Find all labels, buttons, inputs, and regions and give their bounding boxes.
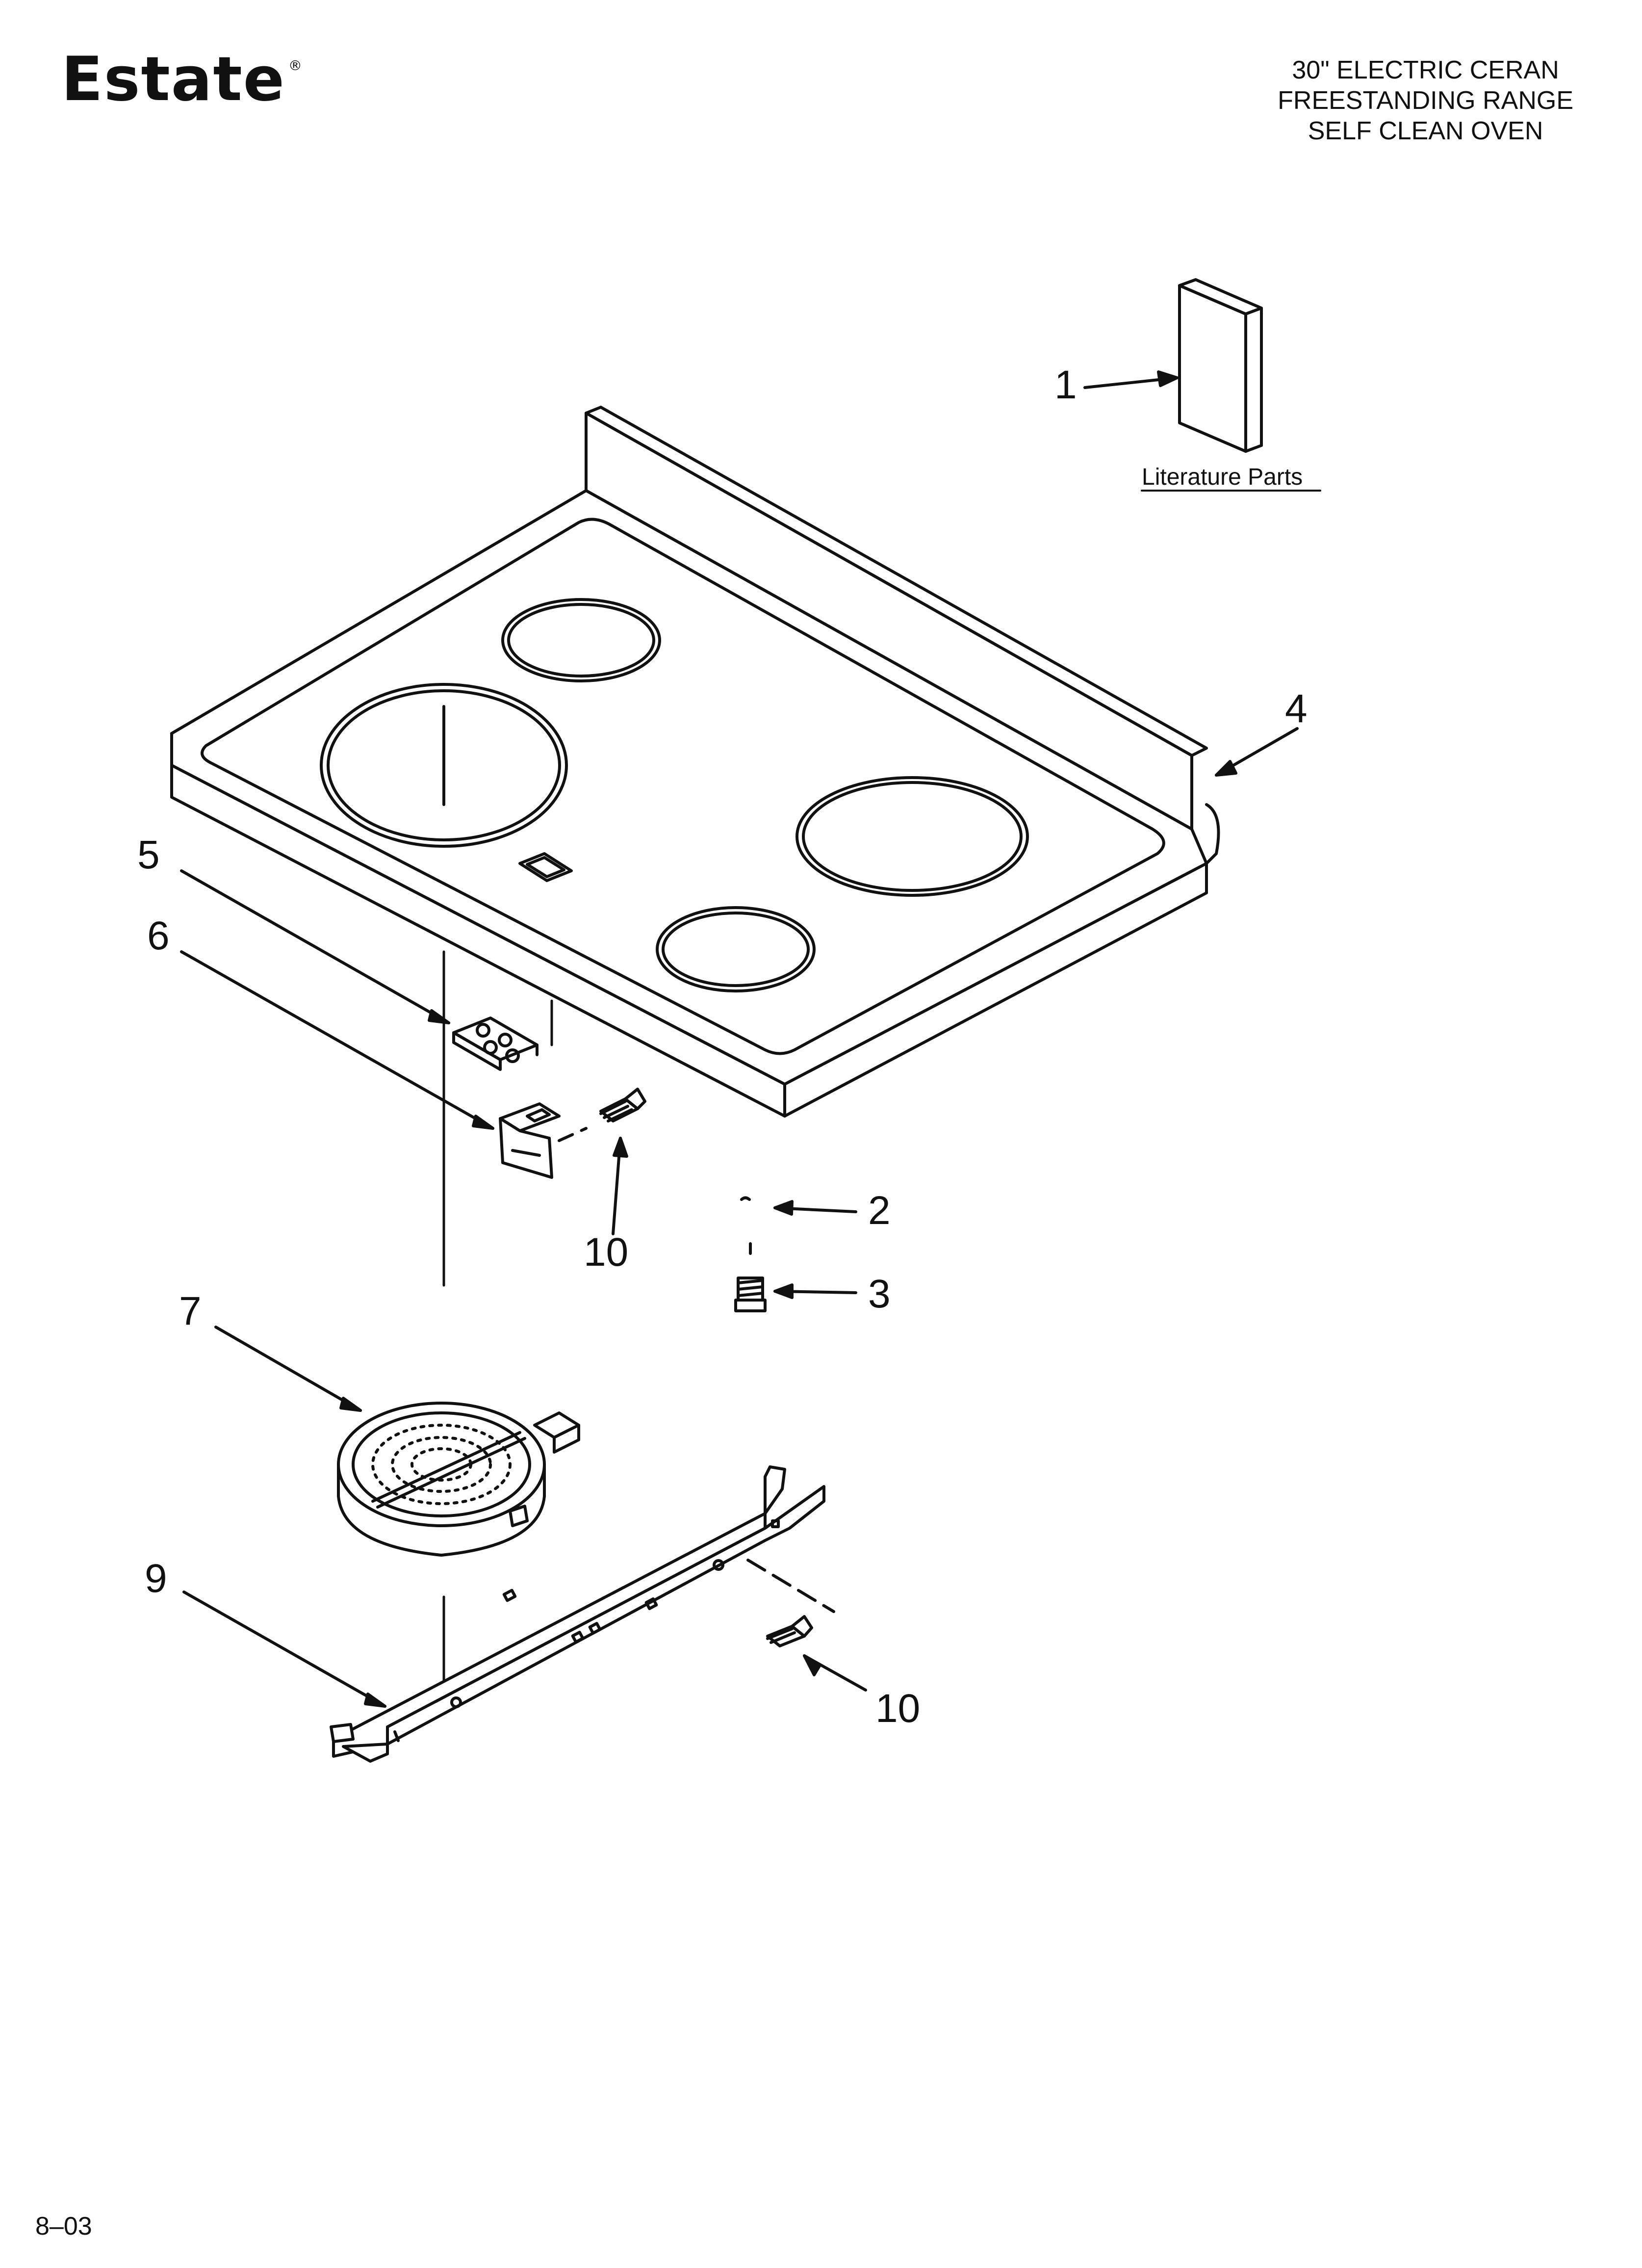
callout-2: 2 <box>868 1188 891 1233</box>
arrowhead-4 <box>1215 760 1237 777</box>
screw-part-3 <box>734 1277 767 1312</box>
page-code: 8–03 <box>35 2212 92 2241</box>
leader-line-9 <box>182 1590 386 1708</box>
assembly-centerline <box>442 950 553 1684</box>
title-line-1: 30" ELECTRIC CERAN <box>1292 56 1559 84</box>
arrowhead-10b <box>803 1654 821 1676</box>
cooktop-assembly <box>170 406 1220 1118</box>
screw-part-10a <box>599 1088 646 1122</box>
callout-1: 1 <box>1054 363 1077 407</box>
callout-10a: 10 <box>584 1230 628 1275</box>
callout-9: 9 <box>145 1556 167 1601</box>
literature-booklet <box>1178 278 1263 453</box>
callout-6: 6 <box>147 913 170 958</box>
diagram-title: 30" ELECTRIC CERAN FREESTANDING RANGE SE… <box>1278 55 1573 146</box>
fastener-path-10b <box>746 1559 835 1613</box>
arrowhead-7 <box>339 1397 362 1412</box>
screw-part-10b <box>766 1615 813 1647</box>
burner-rings <box>320 598 1029 992</box>
clip-part-2 <box>740 1196 751 1201</box>
arrowhead-9 <box>364 1693 386 1708</box>
arrowhead-6 <box>472 1115 494 1130</box>
callout-7: 7 <box>179 1289 202 1333</box>
callout-4: 4 <box>1285 686 1308 731</box>
arrowhead-5 <box>428 1009 450 1024</box>
leader-line-6 <box>180 950 494 1130</box>
brand-logo: Estate® <box>61 49 303 110</box>
brand-name: Estate <box>61 44 285 115</box>
indicator-light-part <box>452 1017 539 1071</box>
arrowhead-2 <box>773 1200 794 1216</box>
callout-10b: 10 <box>875 1686 920 1731</box>
arrowhead-10a <box>613 1137 628 1158</box>
leader-line-5 <box>180 869 450 1024</box>
radiant-element-part <box>337 1402 580 1557</box>
arrowhead-3 <box>773 1283 794 1299</box>
title-line-2: FREESTANDING RANGE <box>1278 86 1573 115</box>
mounting-bracket-part <box>499 1102 561 1179</box>
arrowhead-1 <box>1157 370 1179 387</box>
registered-mark: ® <box>288 57 303 74</box>
leader-line-7 <box>214 1326 362 1412</box>
fastener-path-10a <box>558 1127 588 1142</box>
callout-5: 5 <box>137 833 160 877</box>
literature-label: Literature Parts <box>1142 464 1303 490</box>
title-line-3: SELF CLEAN OVEN <box>1308 117 1543 145</box>
callout-3: 3 <box>868 1272 891 1316</box>
support-bracket-part <box>330 1465 825 1763</box>
